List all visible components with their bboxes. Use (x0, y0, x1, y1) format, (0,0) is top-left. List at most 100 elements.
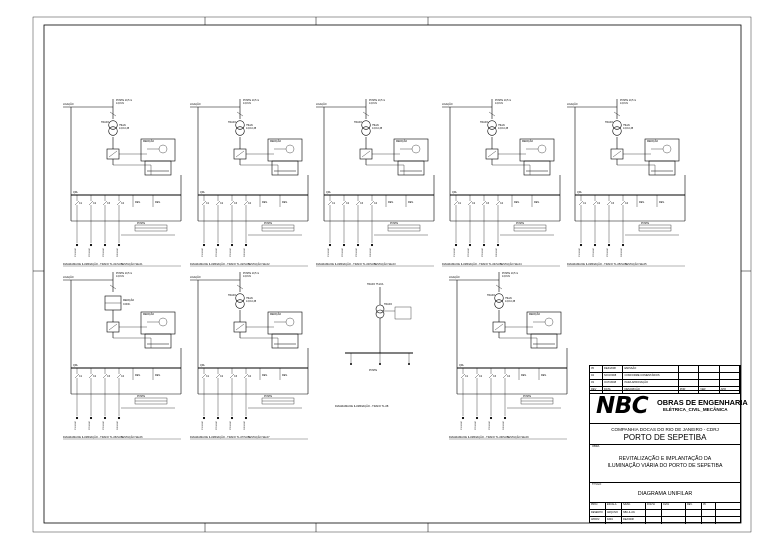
diagram-annotation: C1 (79, 375, 83, 378)
breaker-contact (235, 323, 245, 331)
diagram-annotation: POSTE 10,5 m (369, 99, 385, 102)
client-company: COMPANHIA DOCAS DO RIO DE JANEIRO - CDRJ (611, 427, 719, 432)
diagram-annotation: POSTE (523, 395, 532, 398)
client-site: PORTO DE SEPETIBA (623, 433, 707, 442)
diagram-annotation: POSTE 10,5 m (495, 99, 511, 102)
diagram-caption: DIAGRAMA DE ILUMINAÇÃO - TRAFO TL-04/SUB… (442, 261, 522, 266)
diagram-annotation: C4 (121, 375, 125, 378)
project-label: OBRA (592, 445, 600, 448)
lighting-panel (271, 333, 299, 349)
load-point (202, 243, 206, 247)
diagram-annotation: C1 (458, 202, 462, 205)
diagram-annotation: 75kVA (246, 124, 253, 127)
breaker-contact (327, 200, 333, 206)
diagram-annotation: RES. (282, 374, 288, 377)
diagram-annotation: TRAFO (101, 121, 109, 124)
diagram-annotation: C3 (493, 375, 497, 378)
kwh-meter (158, 144, 168, 154)
load-point (342, 243, 346, 247)
drawing-title: DIAGRAMA UNIFILAR (637, 491, 693, 497)
diagram-annotation: C3 (360, 202, 364, 205)
revision-cell: CONFORME COMENTÁRIOS (623, 373, 679, 379)
revision-cell: PARA APROVAÇÃO (623, 380, 679, 386)
diagram-annotation: 13,8-0,38 (498, 127, 509, 130)
load-point (244, 243, 248, 247)
diagram-annotation: POSTE 10,5 m (502, 272, 518, 275)
breaker-contact (488, 373, 494, 379)
diagram-annotation: C4 (625, 202, 629, 205)
diagram-annotation: C3 (486, 202, 490, 205)
load-point (89, 243, 93, 247)
drawing-border (43, 24, 742, 524)
diagram-annotation: POSTE (641, 222, 650, 225)
breaker-contact (74, 373, 80, 379)
project-area: OBRA REVITALIZAÇÃO E IMPLANTAÇÃO DA ILUM… (590, 444, 740, 483)
diagram-annotation: 13,8-0,38 (119, 127, 130, 130)
kwh-meter (285, 144, 295, 154)
breaker-contact (495, 200, 501, 206)
breaker-contact (578, 200, 584, 206)
breaker-contact (201, 200, 207, 206)
diagram-annotation: C3 (234, 375, 238, 378)
diagram-annotation: 13,8 kV (369, 102, 378, 105)
diagram-annotation: C1 (465, 375, 469, 378)
revision-cell: 03 (590, 380, 604, 386)
load-point (350, 363, 352, 365)
diagram-annotation: 13,8 kV (243, 102, 252, 105)
company-name: OBRAS DE ENGENHARIA (657, 398, 748, 407)
fuse-switch (488, 111, 496, 117)
diagram-annotation: C3 (611, 202, 615, 205)
diagram-annotation: 75kVA (505, 297, 512, 300)
load-point (75, 243, 79, 247)
kwh-meter (158, 317, 168, 327)
diagram-annotation: TRAFO 75 kVA (367, 283, 384, 286)
load-point (461, 416, 465, 420)
transformer-winding (361, 120, 371, 130)
breaker-contact (108, 323, 118, 331)
diagram-annotation: TRAFO (228, 294, 236, 297)
load-point (454, 243, 458, 247)
footer-cell: DEZ/2008 (622, 517, 646, 524)
load-point (230, 416, 234, 420)
revision-cell (679, 380, 700, 386)
diagram-annotation: C3 (234, 202, 238, 205)
diagram-annotation: RES. (282, 201, 288, 204)
diagram-annotation: C4 ILUM. (496, 247, 498, 257)
footer-cell: REV. (686, 502, 702, 509)
diagram-annotation: C3 (107, 202, 111, 205)
breaker-contact (474, 373, 480, 379)
diagram-annotation: C2 (472, 202, 476, 205)
load-point (482, 243, 486, 247)
diagram-annotation: MEDIÇÃO (270, 140, 281, 143)
transformer-winding (494, 299, 504, 309)
revision-cell (720, 373, 741, 379)
load-point (328, 243, 332, 247)
diagram-annotation: POSTE 10,5 m (116, 99, 132, 102)
diagram-annotation: C4 (507, 375, 511, 378)
diagram-annotation: RES. (135, 201, 141, 204)
breaker-contact (88, 373, 94, 379)
fuse-switch (109, 284, 117, 290)
diagram-annotation: QDL (73, 364, 79, 367)
footer-cell: DESENHO (590, 509, 606, 517)
diagram-annotation: C2 ILUM. (342, 247, 344, 257)
lighting-panel (271, 160, 299, 176)
diagram-annotation: C1 ILUM. (579, 247, 581, 257)
load-point (89, 416, 93, 420)
nbc-logo: NBC (596, 393, 649, 419)
diagram-annotation: QDL (459, 364, 465, 367)
diagram-annotation: C2 ILUM. (475, 420, 477, 430)
diagram-annotation: C3 ILUM. (103, 420, 105, 430)
diagram-annotation: LIGAÇÃO (190, 103, 201, 106)
diagram-annotation: C2 (597, 202, 601, 205)
client-area: COMPANHIA DOCAS DO RIO DE JANEIRO - CDRJ… (590, 422, 740, 445)
revision-cell (679, 373, 700, 379)
load-point (593, 243, 597, 247)
breaker-contact (215, 200, 221, 206)
diagram-caption: DIAGRAMA DE ILUMINAÇÃO - TRAFO TL-07/SUB… (190, 434, 270, 439)
revision-cell (720, 366, 741, 372)
